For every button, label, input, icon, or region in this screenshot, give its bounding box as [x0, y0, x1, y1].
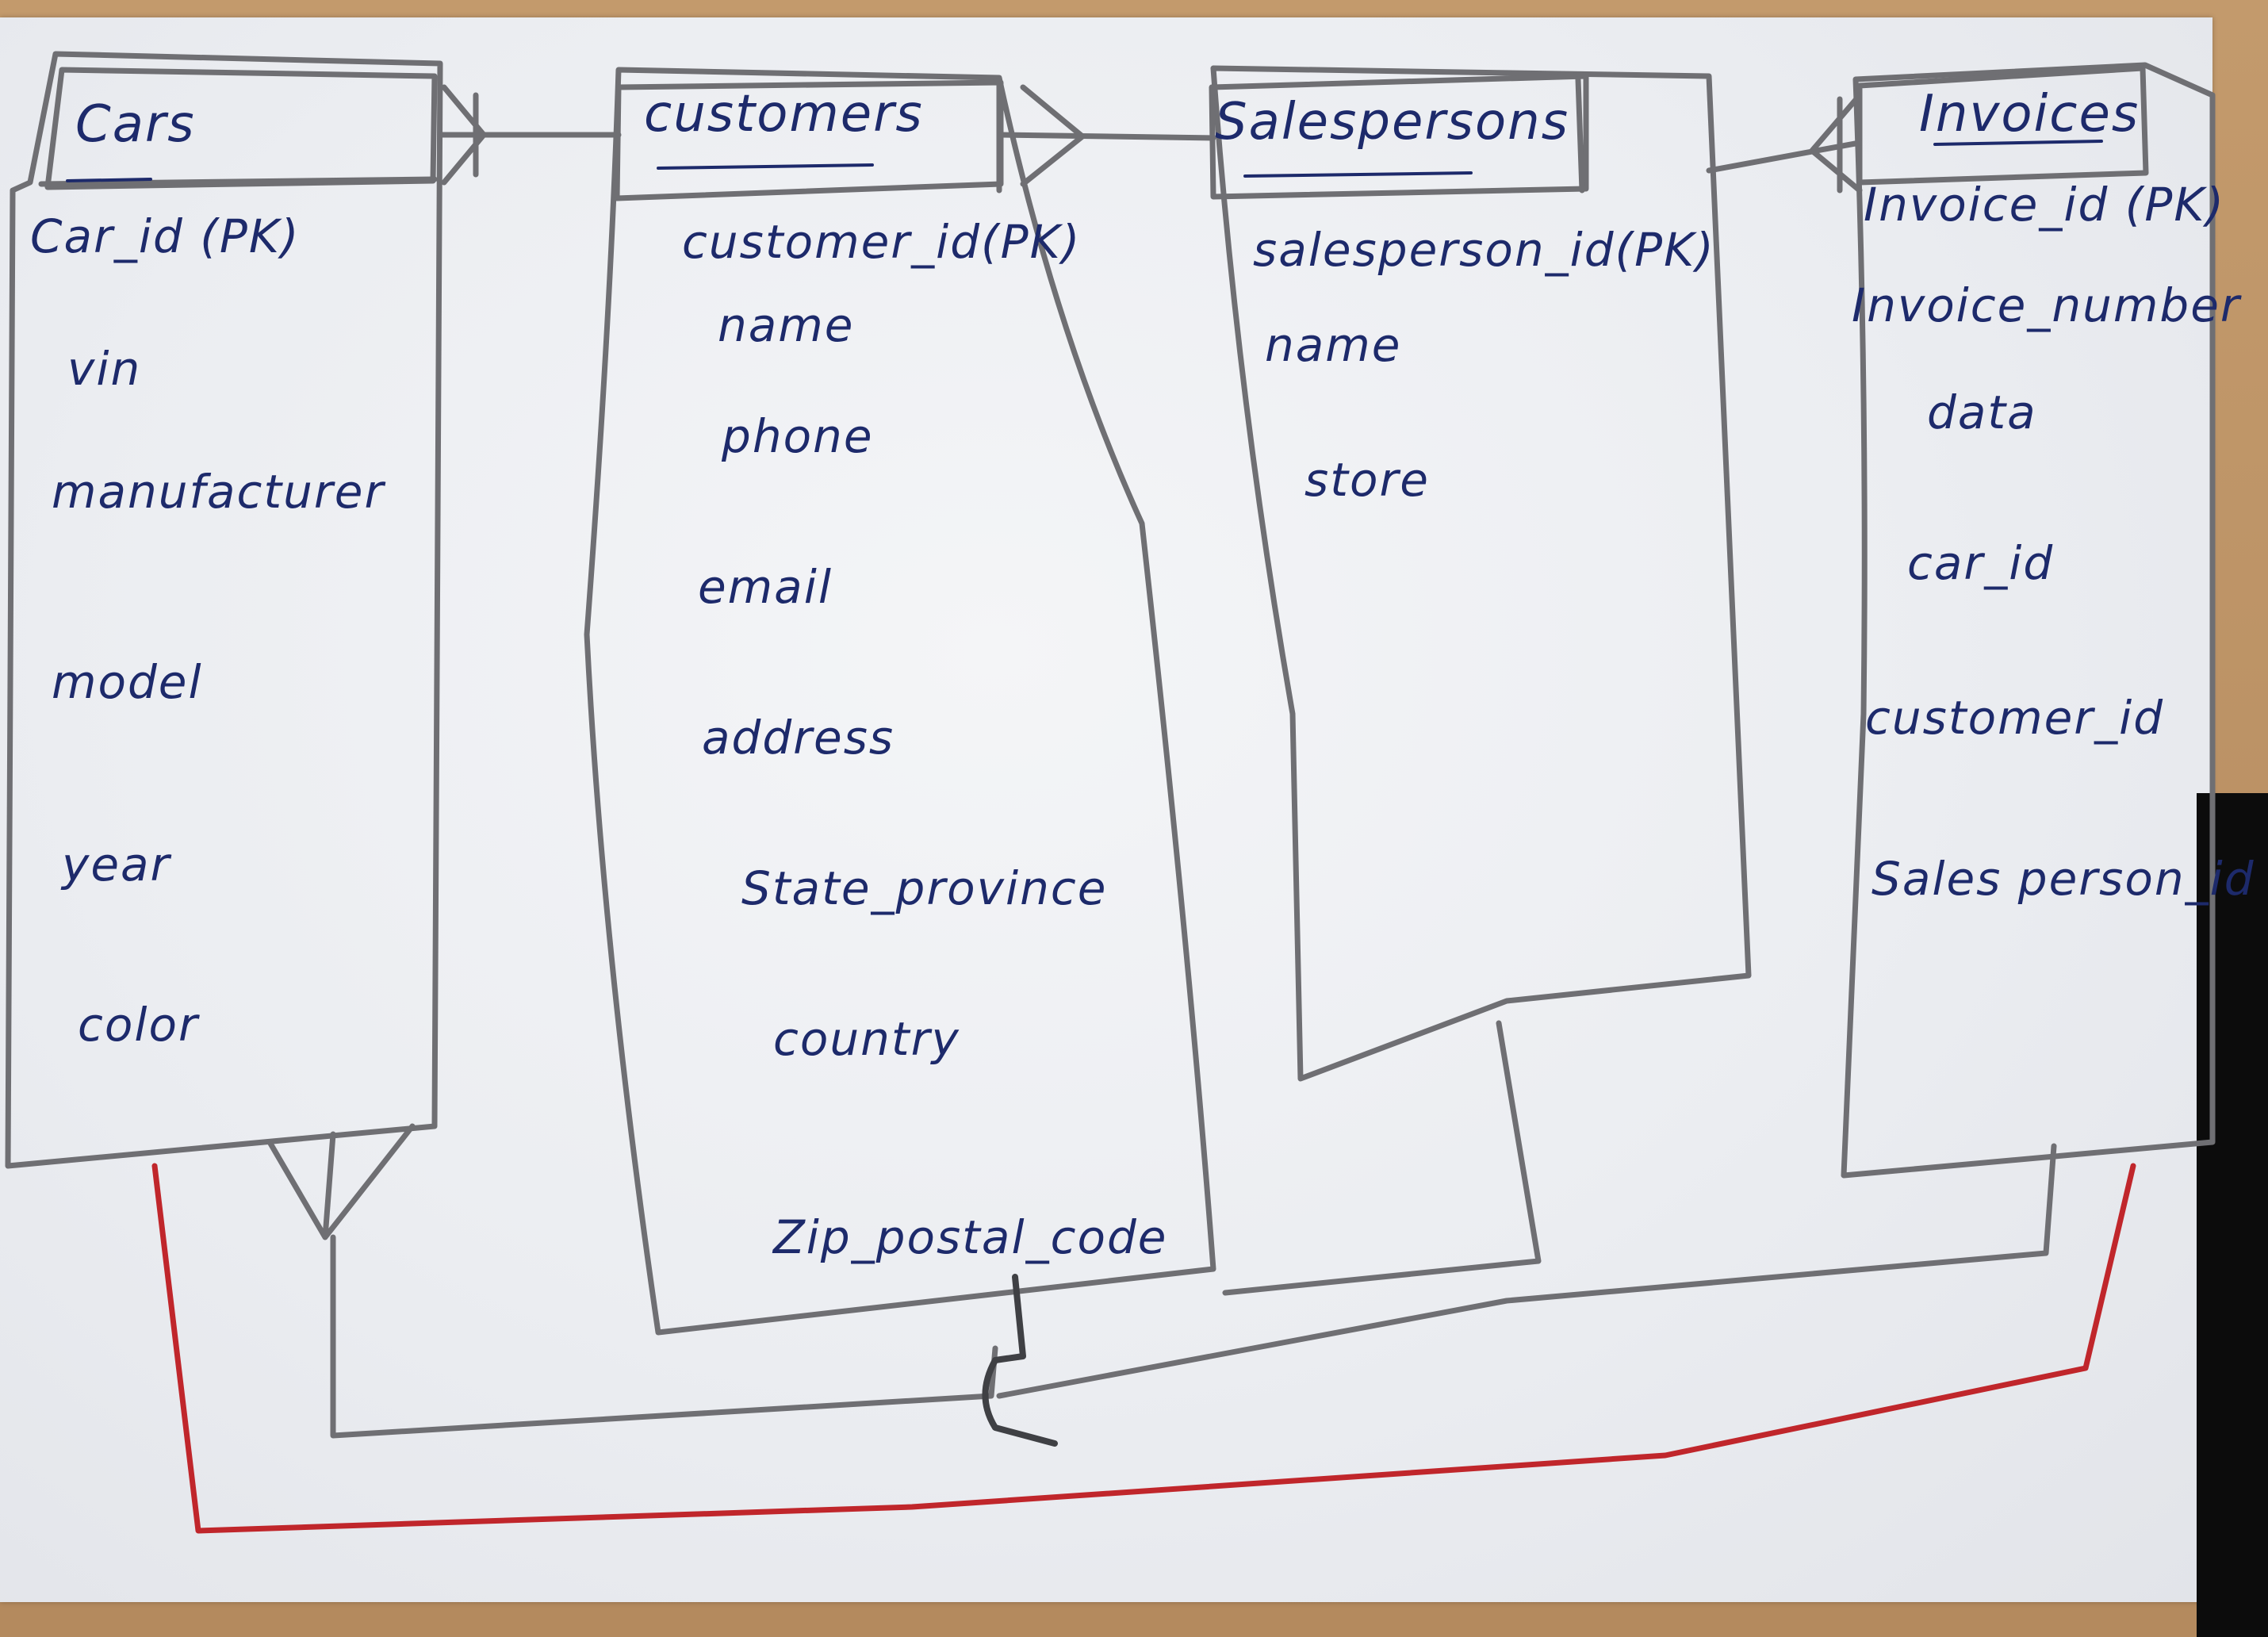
customers-field-address: address — [702, 711, 895, 765]
salespersons-header-side — [1575, 76, 1585, 194]
salespersons-title: Salespersons — [1215, 93, 1569, 151]
customers-field-phone: phone — [721, 409, 874, 463]
cars-box-outline — [5, 51, 443, 1169]
cars-field-manufacturer: manufacturer — [52, 465, 385, 519]
rel-customers-salespersons-arrow — [996, 76, 1086, 194]
invoices-field-salesperson-id: Sales person_id — [1871, 852, 2255, 906]
relationships — [266, 76, 2057, 1447]
entity-salespersons: Salespersons salesperson_id(PK) name sto… — [1209, 65, 1752, 1082]
cars-field-car-id: Car_id (PK) — [30, 209, 301, 263]
cars-header-divider — [38, 176, 438, 187]
cars-field-vin: vin — [67, 342, 141, 396]
customers-field-state-province: State_province — [741, 861, 1107, 915]
salespersons-box-outline — [1210, 65, 1752, 1082]
invoices-field-invoice-id: Invoice_id (PK) — [1864, 178, 2225, 232]
rel-cars-customers-crowfoot — [441, 84, 487, 186]
invoices-field-customer-id: customer_id — [1865, 691, 2164, 745]
entity-invoices: Invoices Invoice_id (PK) Invoice_number … — [1841, 62, 2255, 1179]
paper-sheet — [0, 17, 2212, 1602]
customers-field-zip-postal-code: Zip_postal_code — [772, 1210, 1167, 1264]
rel-cars-bottom-line — [330, 1234, 998, 1439]
cars-title: Cars — [75, 95, 196, 154]
cars-field-model: model — [52, 655, 203, 709]
customers-title: customers — [644, 85, 924, 144]
invoices-field-invoice-number: Invoice_number — [1852, 278, 2242, 332]
invoices-field-car-id: car_id — [1907, 536, 2054, 590]
customers-title-underline — [657, 163, 874, 170]
salespersons-field-store: store — [1304, 453, 1430, 507]
salespersons-field-salesperson-id: salesperson_id(PK) — [1253, 223, 1715, 277]
customers-field-country: country — [773, 1012, 960, 1066]
rel-salespersons-bottom-line — [1222, 1020, 1542, 1296]
entity-customers: customers customer_id(PK) name phone ema… — [584, 67, 1216, 1336]
salespersons-title-underline — [1243, 171, 1473, 178]
invoices-title-underline — [1933, 140, 2103, 146]
rel-customers-salespersons-line — [998, 132, 1216, 141]
rel-cars-bottom-crowfoot — [266, 1123, 416, 1240]
invoices-header-outline — [1856, 65, 2149, 186]
salespersons-header-outline — [1209, 73, 1589, 200]
rel-customers-bottom-bracket — [982, 1274, 1058, 1447]
salespersons-field-name: name — [1265, 318, 1401, 372]
cars-field-year: year — [60, 838, 172, 891]
rel-invoices-bottom-line — [996, 1143, 2057, 1399]
customers-box-outline — [584, 67, 1216, 1336]
invoices-field-data: data — [1927, 385, 2037, 439]
rel-salespersons-invoices-crowfoot — [1809, 92, 1863, 194]
red-relationship-line — [151, 1163, 2136, 1534]
entity-cars: Cars Car_id (PK) vin manufacturer model … — [5, 51, 443, 1169]
customers-field-name: name — [718, 298, 854, 352]
cars-title-underline — [66, 178, 152, 182]
invoices-box-outline — [1841, 62, 2216, 1179]
customers-field-email: email — [698, 560, 833, 614]
invoices-title: Invoices — [1919, 85, 2140, 144]
dark-edge — [2197, 793, 2268, 1637]
rel-salespersons-invoices-line — [1706, 140, 1863, 174]
cars-field-color: color — [78, 998, 200, 1052]
customers-field-customer-id: customer_id(PK) — [682, 215, 1081, 269]
